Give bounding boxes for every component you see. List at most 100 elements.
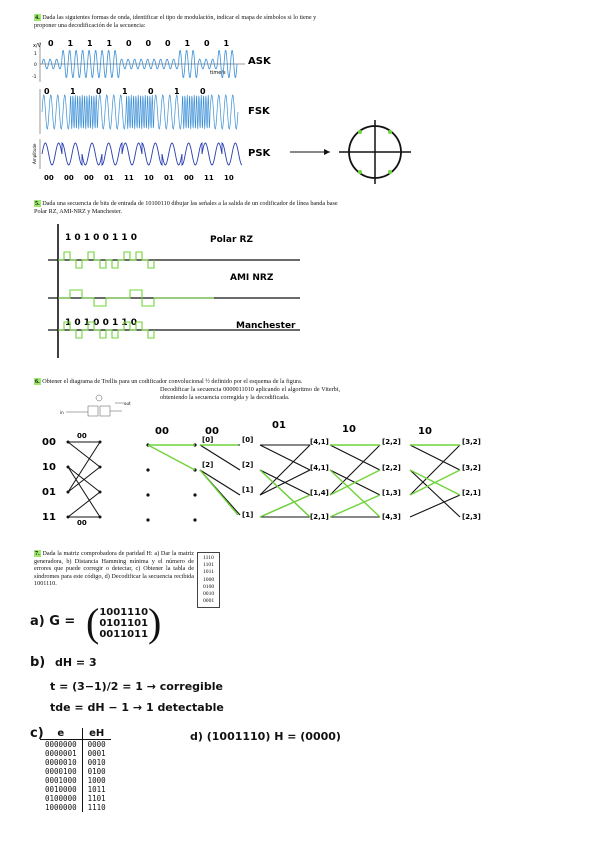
metric: [3,2]: [462, 438, 481, 446]
bracket-left: (: [86, 600, 100, 645]
question-4-number: 4.: [34, 14, 41, 21]
part-d-answer: d) (1001110) H = (0000): [190, 730, 341, 743]
question-5-body: Dada una secuencia de bits de entrada de…: [34, 200, 338, 215]
constellation-point: [358, 130, 362, 134]
convolutional-encoder-figure: in out: [60, 394, 131, 417]
state-11: 11: [42, 512, 56, 523]
ami-nrz-label: AMI NRZ: [230, 273, 274, 283]
ami-nrz-wave: [58, 289, 214, 307]
ask-tick-1: 1: [34, 51, 37, 57]
branch-label: 00: [77, 432, 87, 440]
constellation-point: [358, 170, 362, 174]
bit-label: 0: [200, 87, 206, 96]
ask-xlabel: time/s: [210, 70, 226, 76]
metric: [1,4]: [310, 489, 329, 497]
polar-rz-wave: [58, 251, 155, 269]
syndrome-row: 0000100 0100: [40, 767, 111, 776]
fsk-wave: [41, 94, 239, 130]
error-pattern: 1000000: [40, 803, 83, 812]
syndrome: 1000: [87, 776, 106, 785]
h-row: 1110: [203, 555, 214, 561]
question-6-number: 6.: [34, 378, 41, 385]
received-pair-3: 01: [272, 420, 286, 431]
syndrome: 0010: [87, 758, 106, 767]
syndrome: 0001: [87, 749, 106, 758]
received-pair-1: 00: [155, 426, 169, 437]
psk-wave: [41, 142, 243, 166]
error-pattern: 0000000: [40, 739, 83, 749]
syndrome-header-eh: eH: [82, 728, 111, 740]
bit-label: 1: [174, 87, 180, 96]
received-pair-2: 00: [205, 426, 219, 437]
received-pair-5: 10: [418, 426, 432, 437]
h-row: 0001: [203, 598, 215, 605]
fsk-label: FSK: [248, 106, 271, 117]
metric: [4,3]: [382, 513, 401, 521]
metric: [2,2]: [382, 464, 401, 472]
ask-wave: [41, 50, 238, 78]
bit-label: 0: [48, 39, 54, 48]
bit-label: 11: [124, 174, 134, 182]
bit-label: 1: [122, 87, 128, 96]
bit-label: 1: [70, 87, 76, 96]
syndrome: 0000: [87, 740, 106, 749]
g-row: 1001110: [99, 606, 149, 618]
bit-label: 0: [126, 39, 132, 48]
state-10: 10: [42, 462, 56, 473]
bit-label: 1: [87, 39, 93, 48]
metric: [0]: [242, 436, 253, 444]
question-6-text: 6. Obtener el diagrama de Trellis para u…: [34, 378, 354, 386]
metric: [0]: [202, 436, 213, 444]
h-row: 0100: [203, 583, 215, 590]
syndrome-row: 0000010 0010: [40, 758, 111, 767]
bit-label: 10: [224, 174, 234, 182]
bit-label: 0: [165, 39, 171, 48]
error-pattern: 0100000: [40, 794, 83, 803]
syndrome-row: 0000001 0001: [40, 749, 111, 758]
syndrome: 0100: [87, 767, 106, 776]
ask-ylabel: x/V: [33, 43, 42, 49]
bit-label: 10: [144, 174, 154, 182]
bit-label: 1: [224, 39, 230, 48]
error-pattern: 0000001: [40, 749, 83, 758]
bit-label: 00: [64, 174, 74, 182]
question-6-body: Decodificar la secuencia 0000011010 apli…: [160, 386, 340, 401]
syndrome-header-e: e: [40, 728, 83, 740]
metric: [2]: [242, 461, 253, 469]
trellis-diagram: 00 10 01 11 00 00 00 00 01 10 10: [42, 420, 481, 527]
error-pattern: 0010000: [40, 785, 83, 794]
question-5-text: 5. Dada una secuencia de bits de entrada…: [34, 200, 344, 215]
bit-label: 00: [184, 174, 194, 182]
question-4-body: Dada las siguientes formas de onda, iden…: [34, 14, 317, 29]
ask-tick-neg1: -1: [32, 74, 37, 80]
g-row: 0011011: [99, 628, 149, 640]
bit-label: 0: [148, 87, 154, 96]
part-a-label: a) G =: [30, 614, 76, 629]
manchester-wave: [58, 321, 155, 339]
syndrome: 1110: [87, 803, 106, 812]
manchester-bits: 1 0 1 0 0 1 1 0: [65, 318, 137, 328]
error-pattern: 0000010: [40, 758, 83, 767]
part-b-label: b): [30, 655, 46, 670]
metric: [2,3]: [462, 513, 481, 521]
h-row: 0010: [203, 591, 215, 598]
g-row: 0101101: [99, 617, 149, 629]
ask-label: ASK: [248, 56, 272, 67]
bit-label: 0: [44, 87, 50, 96]
metric: [2,1]: [310, 513, 329, 521]
state-01: 01: [42, 487, 56, 498]
bit-label: 00: [44, 174, 54, 182]
metric: [1]: [242, 511, 253, 519]
error-pattern: 0000100: [40, 767, 83, 776]
question-7-body: Dada la matriz comprobadora de paridad H…: [34, 550, 194, 588]
bit-label: 01: [164, 174, 174, 182]
bracket-right: ): [148, 600, 162, 645]
manchester-label: Manchester: [236, 321, 296, 331]
